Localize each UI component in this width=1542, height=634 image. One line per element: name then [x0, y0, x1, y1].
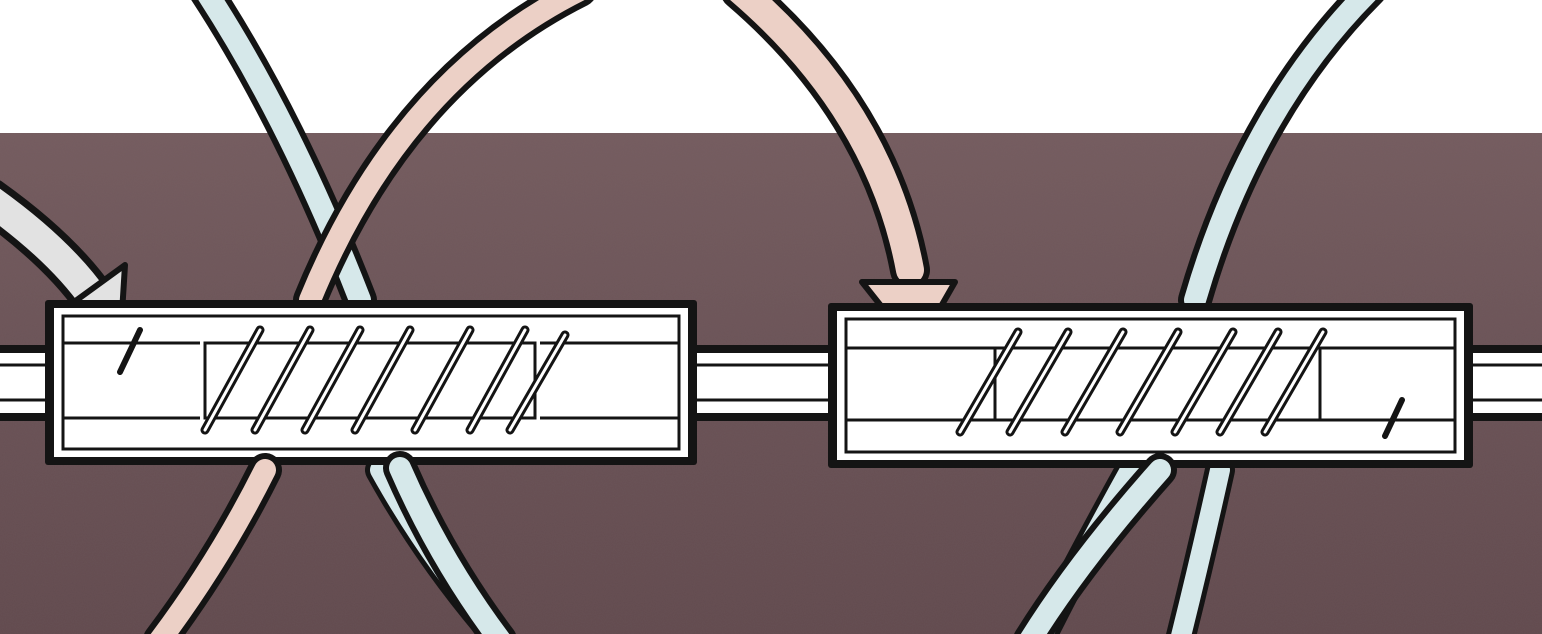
- left-cell: [45, 300, 697, 465]
- right-cell: [828, 303, 1473, 468]
